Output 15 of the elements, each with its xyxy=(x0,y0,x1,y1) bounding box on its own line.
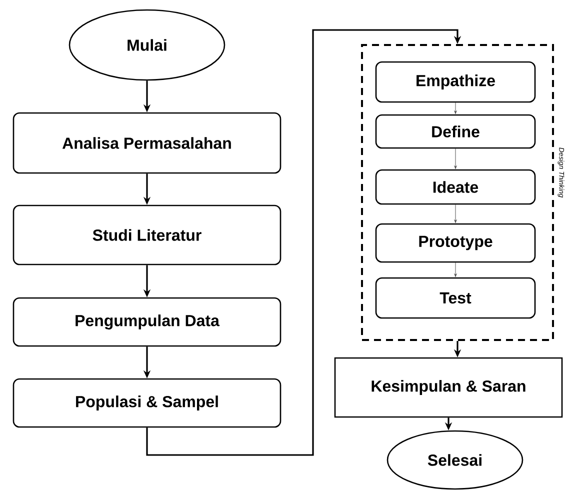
arrow xyxy=(454,102,457,114)
process-box: Empathize xyxy=(375,61,536,103)
arrow xyxy=(146,29,462,456)
arrow xyxy=(454,204,457,223)
process-box: Pengumpulan Data xyxy=(12,297,282,347)
arrow xyxy=(454,148,457,169)
process-box: Test xyxy=(375,277,536,319)
process-box: Populasi & Sampel xyxy=(12,378,282,428)
process-box: Ideate xyxy=(375,169,536,205)
process-box: Define xyxy=(375,114,536,149)
process-box: Kesimpulan & Saran xyxy=(334,357,563,418)
process-box: Analisa Permasalahan xyxy=(12,112,282,174)
process-box: Prototype xyxy=(375,223,536,263)
process-box: Studi Literatur xyxy=(12,204,282,266)
arrow xyxy=(454,262,457,277)
